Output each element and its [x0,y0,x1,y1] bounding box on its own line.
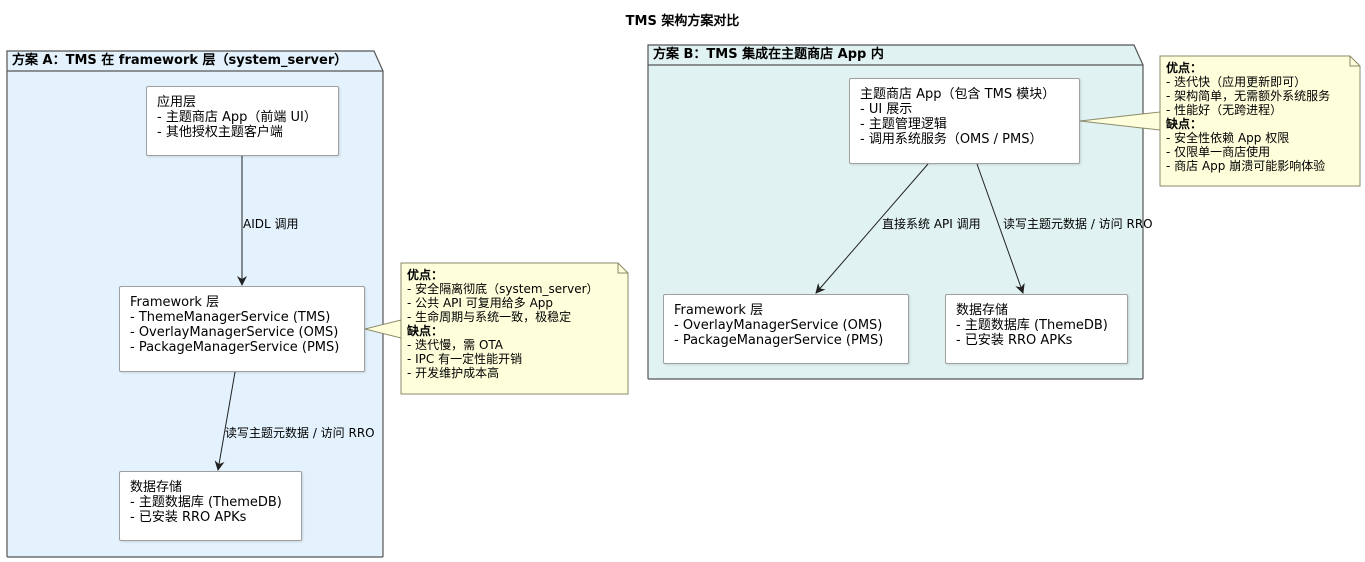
node-b-storage-title: 数据存储 [956,303,1009,318]
node-a-framework: Framework 层 - ThemeManagerService (TMS) … [119,286,365,372]
note-b-fold [1349,56,1360,67]
node-b-framework-title: Framework 层 [674,303,764,318]
node-b-store-app-line: - 调用系统服务（OMS / PMS） [860,132,1043,147]
note-a: 优点： - 安全隔离彻底（system_server） - 公共 API 可复用… [401,263,628,394]
note-b-con-item: - 仅限单一商店使用 [1166,145,1271,159]
node-b-store-app-line: - UI 展示 [860,102,913,117]
node-b-store-app-line: - 主题管理逻辑 [860,117,947,132]
node-b-storage-line: - 已安装 RRO APKs [956,333,1073,348]
note-a-fold [617,263,628,274]
note-a-cons-title: 缺点： [407,324,444,338]
edge-b-app-to-storage [976,163,1025,294]
note-a-pro-item: - 公共 API 可复用给多 App [407,296,554,310]
note-b-con-item: - 安全性依赖 App 权限 [1166,131,1290,145]
note-a-pros-title: 优点： [407,268,444,282]
note-b-paper [1159,55,1361,187]
node-a-app-layer-line: - 主题商店 App（前端 UI） [157,110,317,125]
node-b-framework-line: - PackageManagerService (PMS) [674,333,884,348]
node-a-storage: 数据存储 - 主题数据库 (ThemeDB) - 已安装 RRO APKs [119,471,302,541]
note-b: 优点： - 迭代快（应用更新即可） - 架构简单，无需额外系统服务 - 性能好（… [1160,56,1360,186]
node-a-storage-line: - 主题数据库 (ThemeDB) [130,495,282,510]
note-a-connector [364,319,402,339]
note-b-pros-title: 优点： [1166,61,1203,75]
node-a-storage-title: 数据存储 [130,480,183,495]
node-a-app-layer-line: - 其他授权主题客户端 [157,125,283,140]
node-b-framework: Framework 层 - OverlayManagerService (OMS… [663,294,909,364]
edge-b-app-framework-label: 直接系统 API 调用 [882,217,981,231]
node-a-app-layer-title: 应用层 [157,95,197,110]
note-b-pro-item: - 迭代快（应用更新即可） [1166,75,1307,89]
node-a-app-layer: 应用层 - 主题商店 App（前端 UI） - 其他授权主题客户端 [146,86,339,156]
edge-a-app-framework-label: AIDL 调用 [243,217,299,231]
note-b-pro-item: - 架构简单，无需额外系统服务 [1166,89,1331,103]
node-b-storage: 数据存储 - 主题数据库 (ThemeDB) - 已安装 RRO APKs [945,294,1128,364]
note-a-pro-item: - 生命周期与系统一致，极稳定 [407,310,572,324]
diagram-title: TMS 架构方案对比 [625,14,740,29]
note-b-cons-title: 缺点： [1166,117,1203,131]
note-a-con-item: - 迭代慢，需 OTA [407,338,504,352]
note-a-con-item: - IPC 有一定性能开销 [407,352,523,366]
note-b-connector [1079,111,1161,131]
note-b-con-item: - 商店 App 崩溃可能影响体验 [1166,159,1326,173]
node-b-store-app: 主题商店 App（包含 TMS 模块） - UI 展示 - 主题管理逻辑 - 调… [849,78,1080,164]
node-a-framework-title: Framework 层 [130,295,220,310]
node-b-framework-line: - OverlayManagerService (OMS) [674,318,883,333]
note-a-con-item: - 开发维护成本高 [407,366,500,380]
edge-b-app-storage-label: 读写主题元数据 / 访问 RRO [1003,217,1153,231]
node-a-framework-line: - ThemeManagerService (TMS) [130,310,331,325]
package-a-label: 方案 A：TMS 在 framework 层（system_server） [12,53,348,68]
node-b-storage-line: - 主题数据库 (ThemeDB) [956,318,1108,333]
note-a-paper [400,262,629,395]
node-b-store-app-title: 主题商店 App（包含 TMS 模块） [860,87,1056,102]
edge-a-framework-to-storage [214,371,236,471]
edge-a-framework-storage-label: 读写主题元数据 / 访问 RRO [225,426,375,440]
note-b-pro-item: - 性能好（无跨进程） [1166,103,1283,117]
node-a-storage-line: - 已安装 RRO APKs [130,510,247,525]
note-a-pro-item: - 安全隔离彻底（system_server） [407,282,599,296]
node-a-framework-line: - OverlayManagerService (OMS) [130,325,339,340]
package-b-label: 方案 B：TMS 集成在主题商店 App 内 [653,47,884,62]
edge-b-app-to-framework [815,163,929,294]
node-a-framework-line: - PackageManagerService (PMS) [130,340,340,355]
